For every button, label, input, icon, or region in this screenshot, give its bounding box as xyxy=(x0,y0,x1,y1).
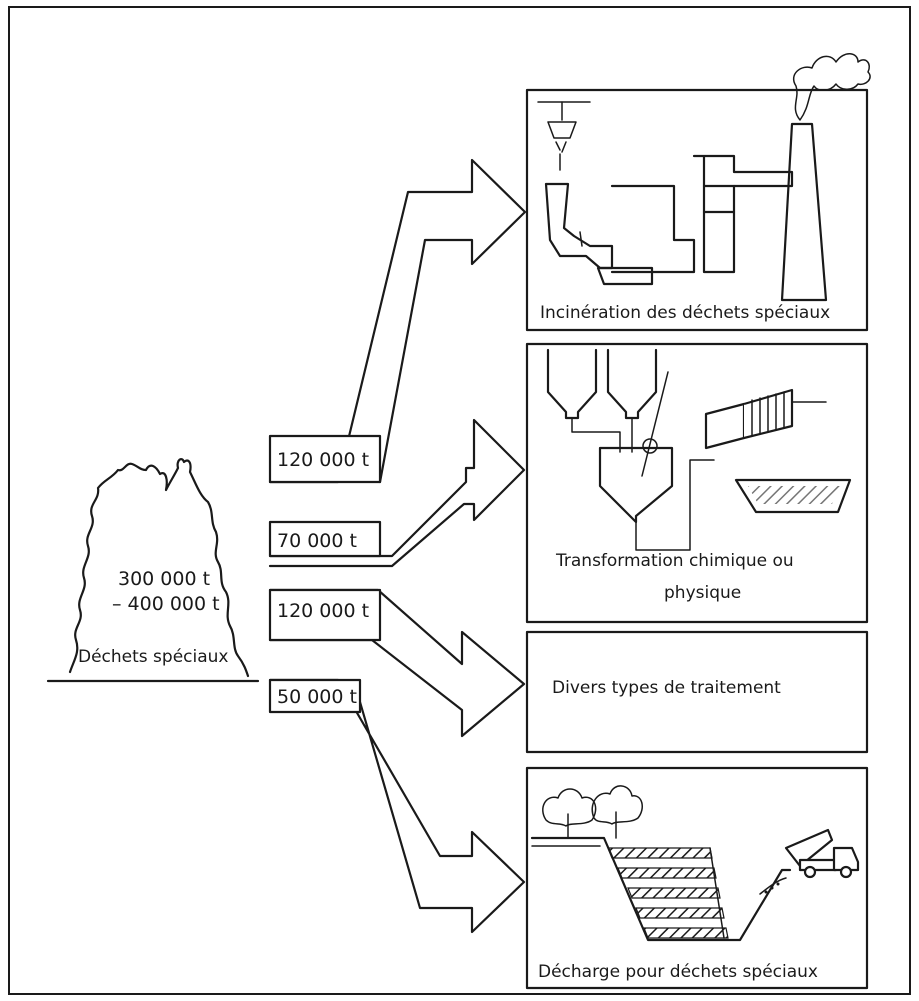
flow-arrow-divers xyxy=(268,588,526,738)
transformation-label-line2: physique xyxy=(664,583,741,603)
destination-divers: Divers types de traitement xyxy=(525,630,869,754)
source-label: Déchets spéciaux xyxy=(78,647,229,667)
outer-frame xyxy=(8,6,911,995)
waste-pile: 300 000 t – 400 000 t Déchets spéciaux xyxy=(46,458,260,683)
flow-amount-box-2: 70 000 t xyxy=(268,520,382,558)
incineration-label: Incinération des déchets spéciaux xyxy=(540,303,830,323)
flow-arrow-incineration xyxy=(268,158,527,484)
destination-transformation: Transformation chimique ou physique xyxy=(525,342,869,624)
transformation-label-line1: Transformation chimique ou xyxy=(555,551,794,571)
divers-label: Divers types de traitement xyxy=(552,678,781,698)
flow-arrow-transformation xyxy=(268,418,526,568)
source-amount-line1: 300 000 t xyxy=(118,568,210,590)
flow-amount-box-4: 50 000 t xyxy=(268,678,362,714)
destination-decharge: Décharge pour déchets spéciaux xyxy=(525,766,869,990)
flow-amount-4: 50 000 t xyxy=(277,686,357,708)
decharge-label: Décharge pour déchets spéciaux xyxy=(538,962,818,982)
flow-amount-3: 120 000 t xyxy=(277,600,369,622)
flow-amount-1: 120 000 t xyxy=(277,449,369,471)
flow-amount-box-3: 120 000 t xyxy=(268,588,382,642)
destination-incineration: Incinération des déchets spéciaux xyxy=(525,53,871,332)
flow-amount-2: 70 000 t xyxy=(277,530,357,552)
flow-amount-box-1: 120 000 t xyxy=(268,434,382,484)
source-amount-line2: – 400 000 t xyxy=(112,593,220,615)
flow-arrow-decharge xyxy=(268,678,526,934)
